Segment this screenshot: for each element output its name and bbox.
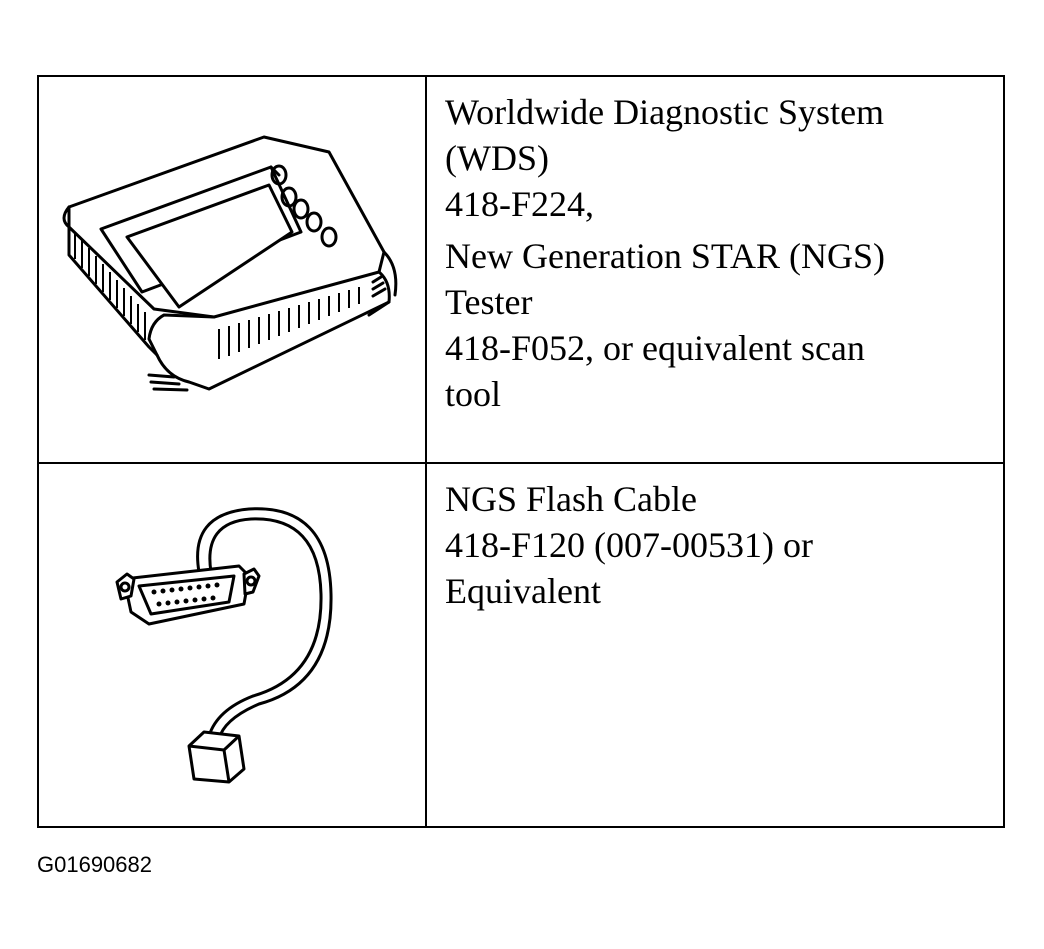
tool-description: Worldwide Diagnostic System (WDS) 418-F2…	[427, 77, 1003, 462]
scan-tool-icon	[62, 135, 398, 392]
description-line: 418-F052, or equivalent scan	[445, 328, 865, 368]
table-row-flash-cable: NGS Flash Cable 418-F120 (007-00531) or …	[39, 464, 1003, 826]
description-line: 418-F224,	[445, 184, 595, 224]
tool-image-cell	[39, 77, 427, 462]
description-line: 418-F120 (007-00531) or	[445, 525, 813, 565]
tool-table: Worldwide Diagnostic System (WDS) 418-F2…	[37, 75, 1005, 828]
table-row-wds-ngs: Worldwide Diagnostic System (WDS) 418-F2…	[39, 77, 1003, 464]
description-line: Equivalent	[445, 571, 601, 611]
description-line: (WDS)	[445, 138, 549, 178]
description-line: Tester	[445, 282, 533, 322]
tool-description: NGS Flash Cable 418-F120 (007-00531) or …	[427, 464, 1003, 826]
description-line: Worldwide Diagnostic System	[445, 92, 885, 132]
description-line: NGS Flash Cable	[445, 479, 697, 519]
figure-id-caption: G01690682	[37, 852, 152, 877]
description-line: tool	[445, 374, 502, 414]
tool-image-cell	[39, 464, 427, 826]
description-line: New Generation STAR (NGS)	[445, 236, 886, 276]
flash-cable-icon	[115, 507, 333, 784]
